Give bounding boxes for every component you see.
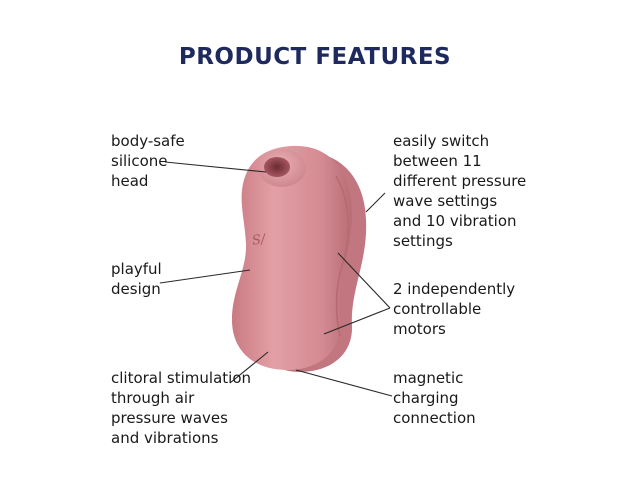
leader-line-design bbox=[159, 269, 251, 284]
feature-settings: easily switch between 11 different press… bbox=[393, 132, 527, 250]
suction-opening bbox=[264, 157, 290, 177]
leader-line-stimulation bbox=[229, 351, 269, 384]
feature-design: playful design bbox=[111, 260, 162, 298]
brand-logo: S/ bbox=[251, 232, 268, 249]
page-title: PRODUCT FEATURES bbox=[178, 44, 452, 70]
feature-charging: magnetic charging connection bbox=[393, 369, 476, 427]
feature-stimulation: clitoral stimulation through air pressur… bbox=[111, 369, 252, 447]
feature-head: body-safe silicone head bbox=[111, 132, 185, 190]
leader-line-motors-a bbox=[337, 252, 391, 309]
leader-line-head bbox=[164, 161, 267, 173]
leader-line-settings bbox=[365, 192, 386, 213]
device-body bbox=[231, 145, 352, 370]
feature-motors: 2 independently controllable motors bbox=[393, 280, 516, 338]
leader-line-motors-b bbox=[323, 307, 391, 335]
device-seam bbox=[335, 175, 349, 337]
leader-line-charging bbox=[295, 369, 393, 397]
